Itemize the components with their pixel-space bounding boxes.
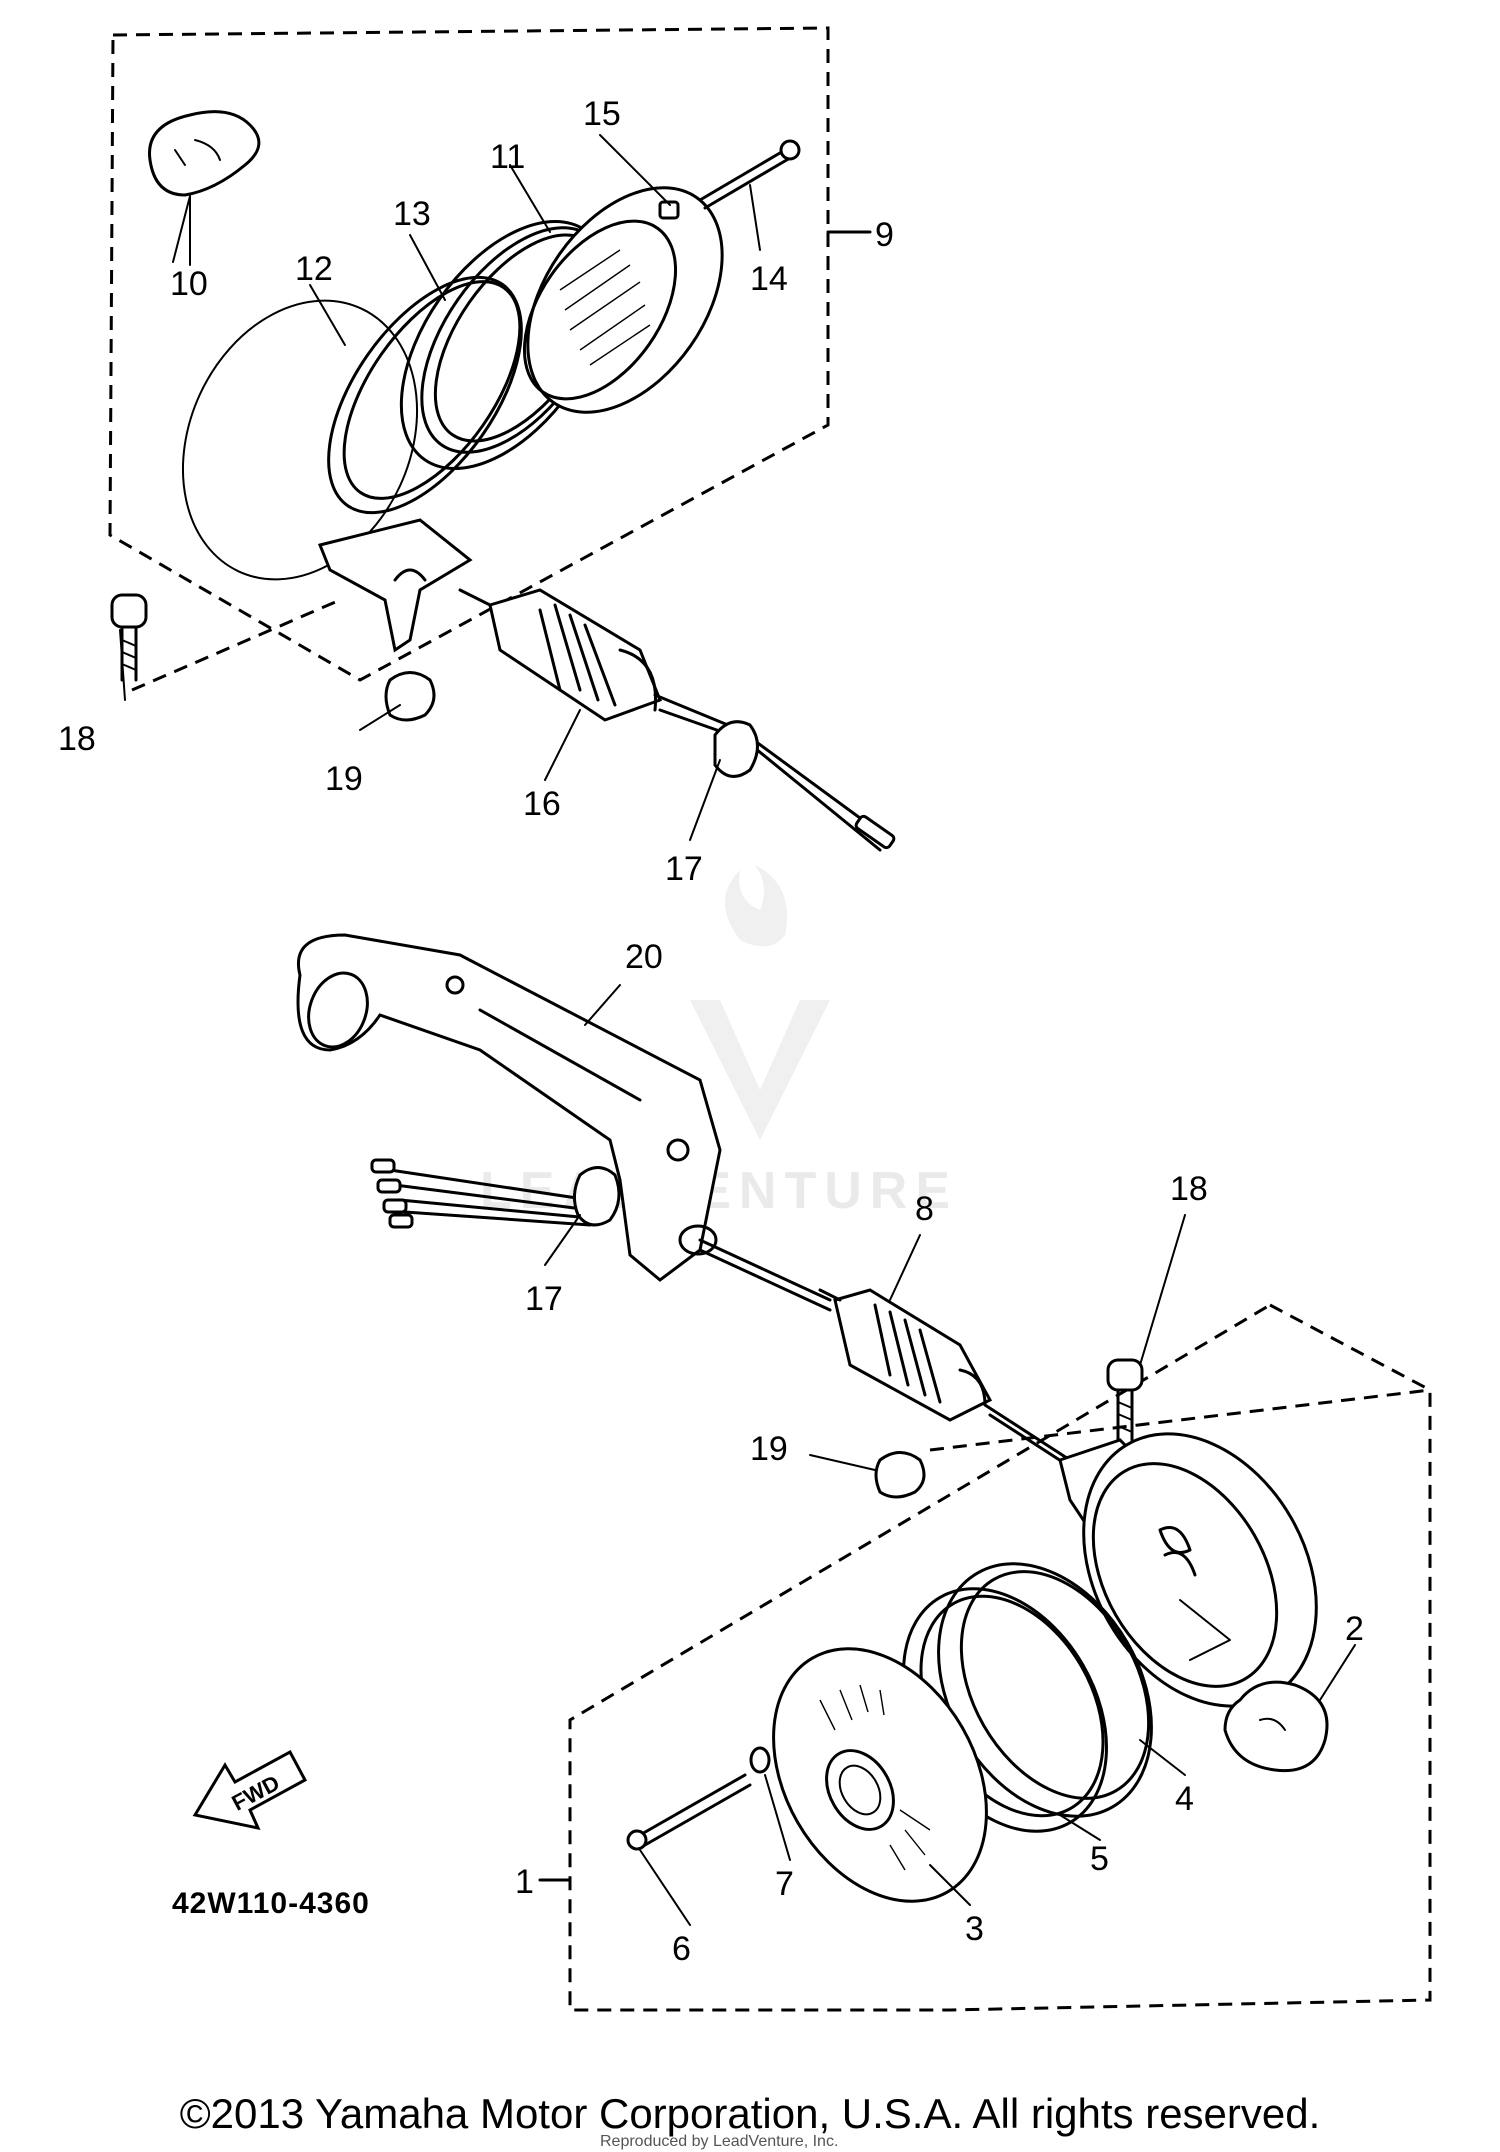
bolt-icon-18a — [110, 593, 148, 682]
callout-1: 1 — [515, 1863, 534, 1901]
flasher-stay-20: 20 17 — [296, 933, 832, 1318]
callout-16: 16 — [523, 785, 561, 823]
callout-12: 12 — [295, 250, 333, 288]
watermark-logo: LEADVENTURE — [480, 865, 958, 1220]
callout-19a: 19 — [325, 760, 363, 798]
upper-assembly: 10 12 13 11 15 14 9 18 19 16 17 — [58, 26, 896, 888]
callout-6: 6 — [672, 1930, 691, 1968]
callout-2: 2 — [1345, 1610, 1364, 1648]
watermark-text: LEADVENTURE — [480, 1162, 958, 1220]
callout-17b: 17 — [525, 1280, 563, 1318]
callout-18b: 18 — [1170, 1170, 1208, 1208]
callout-9: 9 — [875, 216, 894, 254]
callout-3: 3 — [965, 1910, 984, 1948]
callout-11: 11 — [490, 138, 525, 176]
callout-17a: 17 — [665, 850, 703, 888]
callout-19b: 19 — [750, 1430, 788, 1468]
callout-14: 14 — [750, 260, 788, 298]
forward-arrow: FWD — [192, 1749, 308, 1831]
bolt-icon-18b — [1106, 1358, 1144, 1442]
bulb-icon-10 — [148, 110, 261, 197]
callout-20: 20 — [625, 938, 663, 976]
turn-signal-stay-16 — [488, 588, 662, 722]
lower-assembly: 8 18 19 2 4 5 3 7 6 1 — [515, 1170, 1432, 2012]
callout-18a: 18 — [58, 720, 96, 758]
callout-10: 10 — [170, 265, 208, 303]
diagram-code: 42W110-4360 — [172, 1887, 370, 1920]
callout-13: 13 — [393, 195, 431, 233]
group-boundary-1 — [568, 1303, 1432, 2012]
bulb-icon-2 — [1223, 1680, 1329, 1773]
callout-5: 5 — [1090, 1840, 1109, 1878]
turn-signal-stay-8 — [818, 1288, 993, 1422]
callout-8: 8 — [915, 1190, 934, 1228]
lens-icon-3 — [772, 1647, 988, 1903]
callout-7: 7 — [775, 1865, 794, 1903]
copyright-notice: ©2013 Yamaha Motor Corporation, U.S.A. A… — [179, 2090, 1321, 2137]
callout-15: 15 — [583, 95, 621, 133]
reproduced-overlay: Reproduced by LeadVenture, Inc. — [600, 2133, 838, 2150]
callout-4: 4 — [1175, 1780, 1194, 1818]
